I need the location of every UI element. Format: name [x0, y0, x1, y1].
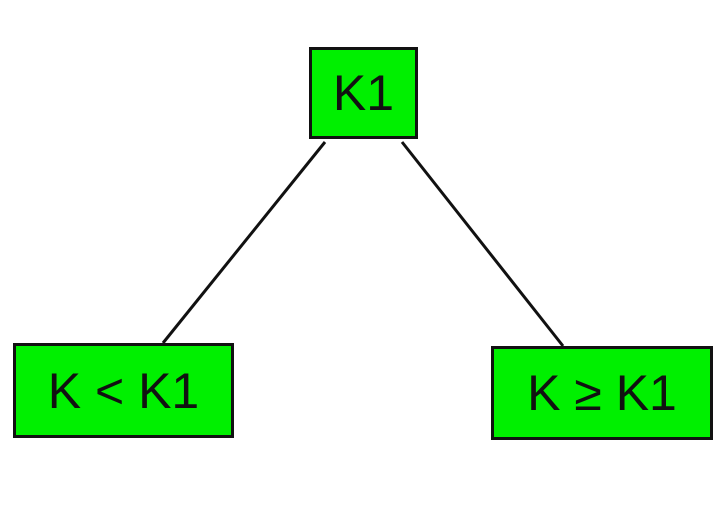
right-child-label: K ≥ K1 [527, 365, 677, 421]
edge-root-to-left [161, 141, 327, 344]
right-child-node: K ≥ K1 [491, 346, 713, 440]
left-child-label: K < K1 [47, 362, 200, 419]
root-node: K1 [309, 47, 418, 139]
root-node-label: K1 [332, 65, 395, 121]
edge-root-to-right [400, 141, 565, 347]
left-child-node: K < K1 [13, 343, 234, 438]
